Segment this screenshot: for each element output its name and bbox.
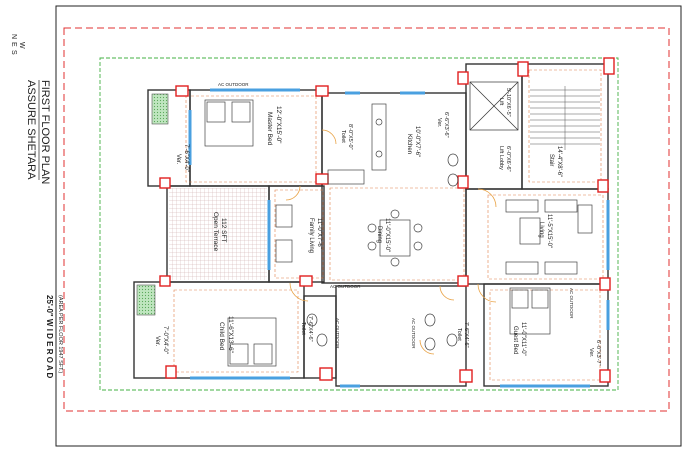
room-toilet-guest: Toilet 7'-6"X4'-6" <box>456 322 469 348</box>
room-name: Ver. <box>175 154 181 165</box>
terrace-hatch <box>169 188 267 280</box>
room-name: Master Bed <box>266 112 273 146</box>
room-master-bed: Master Bed 12'-0"X15'-0" <box>266 106 282 146</box>
ac-outdoor-label: AC OUTDOOR <box>411 318 416 349</box>
room-size: 10'-0"X7'-6" <box>414 126 420 157</box>
room-name: Ver. <box>436 118 442 128</box>
room-size: 5'-10"X6'-5" <box>505 88 511 117</box>
room-size: 6'-6"X3'-6" <box>443 112 449 138</box>
room-name: Lift <box>498 98 504 106</box>
room-toilet-master: Toilet 8'-0"X5'-0" <box>340 124 353 150</box>
room-size: 8'-0"X5'-0" <box>347 124 353 150</box>
room-size: 7'-6"X4'-6" <box>307 316 313 342</box>
room-verandah-right: Ver. 6'-0"X3'-7" <box>588 340 601 366</box>
room-size: 11'-0"X15'-0" <box>384 218 390 252</box>
room-family-living: Family Living 11'-0"X7'-6" <box>308 218 322 253</box>
room-name: Dining <box>376 226 382 243</box>
sheet-border <box>55 5 682 447</box>
compass-n: N <box>10 34 17 39</box>
compass-w: W <box>18 42 25 49</box>
room-size: 12'-0"X15'-0" <box>275 106 282 144</box>
road-label-group: 25'-0" W I D E R O A D (AREA PER FLOOR 1… <box>45 295 63 379</box>
compass: N W E S <box>10 34 25 55</box>
compass-e: E <box>10 42 17 47</box>
ac-outdoor-label: AC OUTDOOR <box>569 288 574 319</box>
stair-treads <box>530 86 600 150</box>
room-size: 11'-5"X15'-0" <box>546 214 552 248</box>
room-verandah-bottom-left: Ver. 7'-0"X4'-0" <box>154 326 168 354</box>
room-size: 11'-0"X11'-0" <box>520 322 526 356</box>
project-name: ASSURE SHETARA <box>25 80 37 180</box>
room-name: Kitchen <box>406 134 412 154</box>
ac-outdoor-label: AC OUTDOOR <box>218 82 249 87</box>
room-verandah-kitchen: Ver. 6'-6"X3'-6" <box>436 112 449 138</box>
planter-top <box>151 93 169 125</box>
room-size: 7'-6"X4'-0" <box>183 144 189 172</box>
room-name: Child Bed <box>218 322 225 351</box>
room-size: 112 SFT <box>220 218 227 242</box>
room-open-terrace: Open Terrace 112 SFT <box>212 212 227 252</box>
room-name: Lift Lobby <box>498 146 504 170</box>
columns <box>159 57 615 383</box>
property-boundary <box>63 27 670 412</box>
room-name: Toilet <box>340 130 346 143</box>
room-size: 11'-6"X13'-6" <box>227 316 234 354</box>
windows <box>188 88 610 388</box>
planter-bottom <box>136 284 156 316</box>
road-label: 25'-0" W I D E R O A D <box>45 295 54 379</box>
room-size: 7'-6"X4'-6" <box>463 322 469 348</box>
room-name: Toilet <box>456 328 462 341</box>
ac-outdoor-label: AC OUTDOOR <box>335 318 340 349</box>
room-name: Family Living <box>308 218 314 253</box>
room-outlines <box>173 69 604 381</box>
room-size: 7'-0"X4'-0" <box>162 326 168 354</box>
room-name: Ver. <box>154 336 160 347</box>
room-name: Guest Bed <box>512 326 518 354</box>
lift-shaft <box>469 81 519 131</box>
room-name: Ver. <box>588 348 594 358</box>
room-toilet-child: Toilet 7'-6"X4'-6" <box>300 316 313 342</box>
room-size: 6'-0"X6'-6" <box>505 146 511 172</box>
room-name: Toilet <box>300 322 306 335</box>
ac-outdoor-label: AC OUTDOOR <box>330 284 361 289</box>
room-dining: Dining 11'-0"X15'-0" <box>376 218 390 252</box>
room-living: Living 11'-5"X15'-0" <box>538 214 552 248</box>
room-size: 14'-4"X8'-6" <box>556 146 562 177</box>
room-size: 11'-0"X7'-6" <box>316 218 322 249</box>
room-guest-bed: Guest Bed 11'-0"X11'-0" <box>512 322 526 356</box>
room-size: 6'-0"X3'-7" <box>595 340 601 366</box>
room-stair: Stair 14'-4"X8'-6" <box>548 146 562 177</box>
title-block: ASSURE SHETARA FIRST FLOOR PLAN <box>25 80 51 184</box>
room-name: Stair <box>548 154 554 166</box>
room-name: Living <box>538 222 544 238</box>
room-verandah-top-left: Ver. 7'-6"X4'-0" <box>175 144 189 172</box>
room-name: Open Terrace <box>212 212 219 252</box>
furniture <box>204 99 593 367</box>
room-child-bed: Child Bed 11'-6"X13'-6" <box>218 316 234 354</box>
room-lift-lobby: Lift Lobby 6'-0"X6'-6" <box>498 146 511 172</box>
setback-line <box>99 57 619 391</box>
door-swings <box>285 129 497 355</box>
room-kitchen: Kitchen 10'-0"X7'-6" <box>406 126 420 157</box>
plan-title: FIRST FLOOR PLAN <box>39 80 51 184</box>
room-lift: Lift 5'-10"X6'-5" <box>498 88 511 117</box>
compass-s: S <box>10 50 17 55</box>
area-label: (AREA PER FLOOR 1947 SFT.) <box>57 295 63 373</box>
